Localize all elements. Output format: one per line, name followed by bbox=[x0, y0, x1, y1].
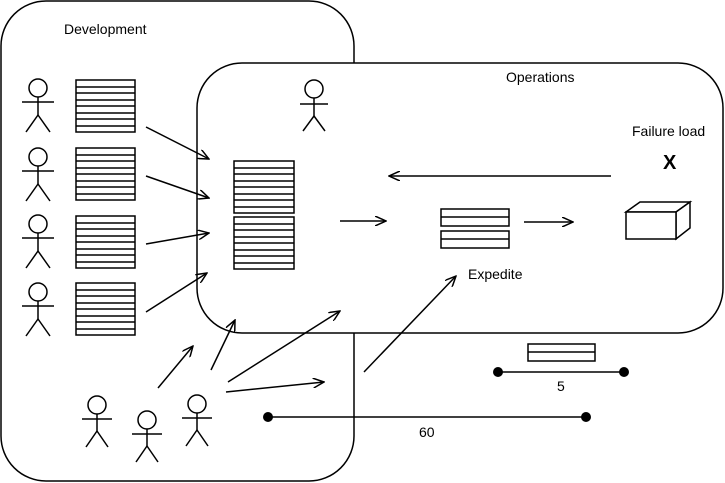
development-label: Development bbox=[64, 21, 147, 37]
developer-figure bbox=[132, 410, 162, 463]
dev-work-stack bbox=[75, 147, 136, 201]
failure-mark: X bbox=[663, 152, 677, 174]
dev-to-expedite-arrow bbox=[363, 276, 456, 373]
developer-figure bbox=[182, 394, 212, 447]
dev-work-stack bbox=[75, 215, 136, 269]
developer-figure bbox=[22, 214, 54, 269]
short-timeline bbox=[493, 367, 629, 377]
dev-to-ops-arrow bbox=[210, 320, 235, 371]
operations-label: Operations bbox=[506, 69, 574, 85]
expedite-item-stack bbox=[440, 208, 510, 249]
ops-queue-stack bbox=[233, 216, 295, 270]
production-box bbox=[623, 200, 693, 241]
long-timeline-value: 60 bbox=[419, 424, 435, 440]
operator-figure bbox=[300, 79, 328, 132]
dev-to-ops-arrow bbox=[227, 311, 340, 383]
dev-to-ops-arrow bbox=[157, 346, 193, 389]
developer-figure bbox=[82, 395, 112, 448]
dev-to-ops-arrow bbox=[145, 273, 207, 313]
dev-to-ops-arrow bbox=[145, 175, 209, 198]
short-timeline-value: 5 bbox=[557, 378, 565, 394]
developer-figure bbox=[22, 147, 54, 202]
long-timeline bbox=[263, 412, 591, 422]
expedite-label: Expedite bbox=[468, 266, 523, 282]
dev-to-ops-arrow bbox=[225, 382, 324, 393]
dev-work-stack bbox=[75, 282, 136, 336]
failure-load-label: Failure load bbox=[632, 123, 705, 139]
dev-to-ops-arrow bbox=[145, 233, 209, 245]
developer-figure bbox=[22, 78, 54, 133]
dev-to-ops-arrow bbox=[145, 126, 209, 159]
ops-queue-stack bbox=[233, 160, 295, 214]
developer-figure bbox=[22, 282, 54, 337]
expedited-item bbox=[527, 343, 596, 362]
dev-work-stack bbox=[75, 79, 136, 133]
